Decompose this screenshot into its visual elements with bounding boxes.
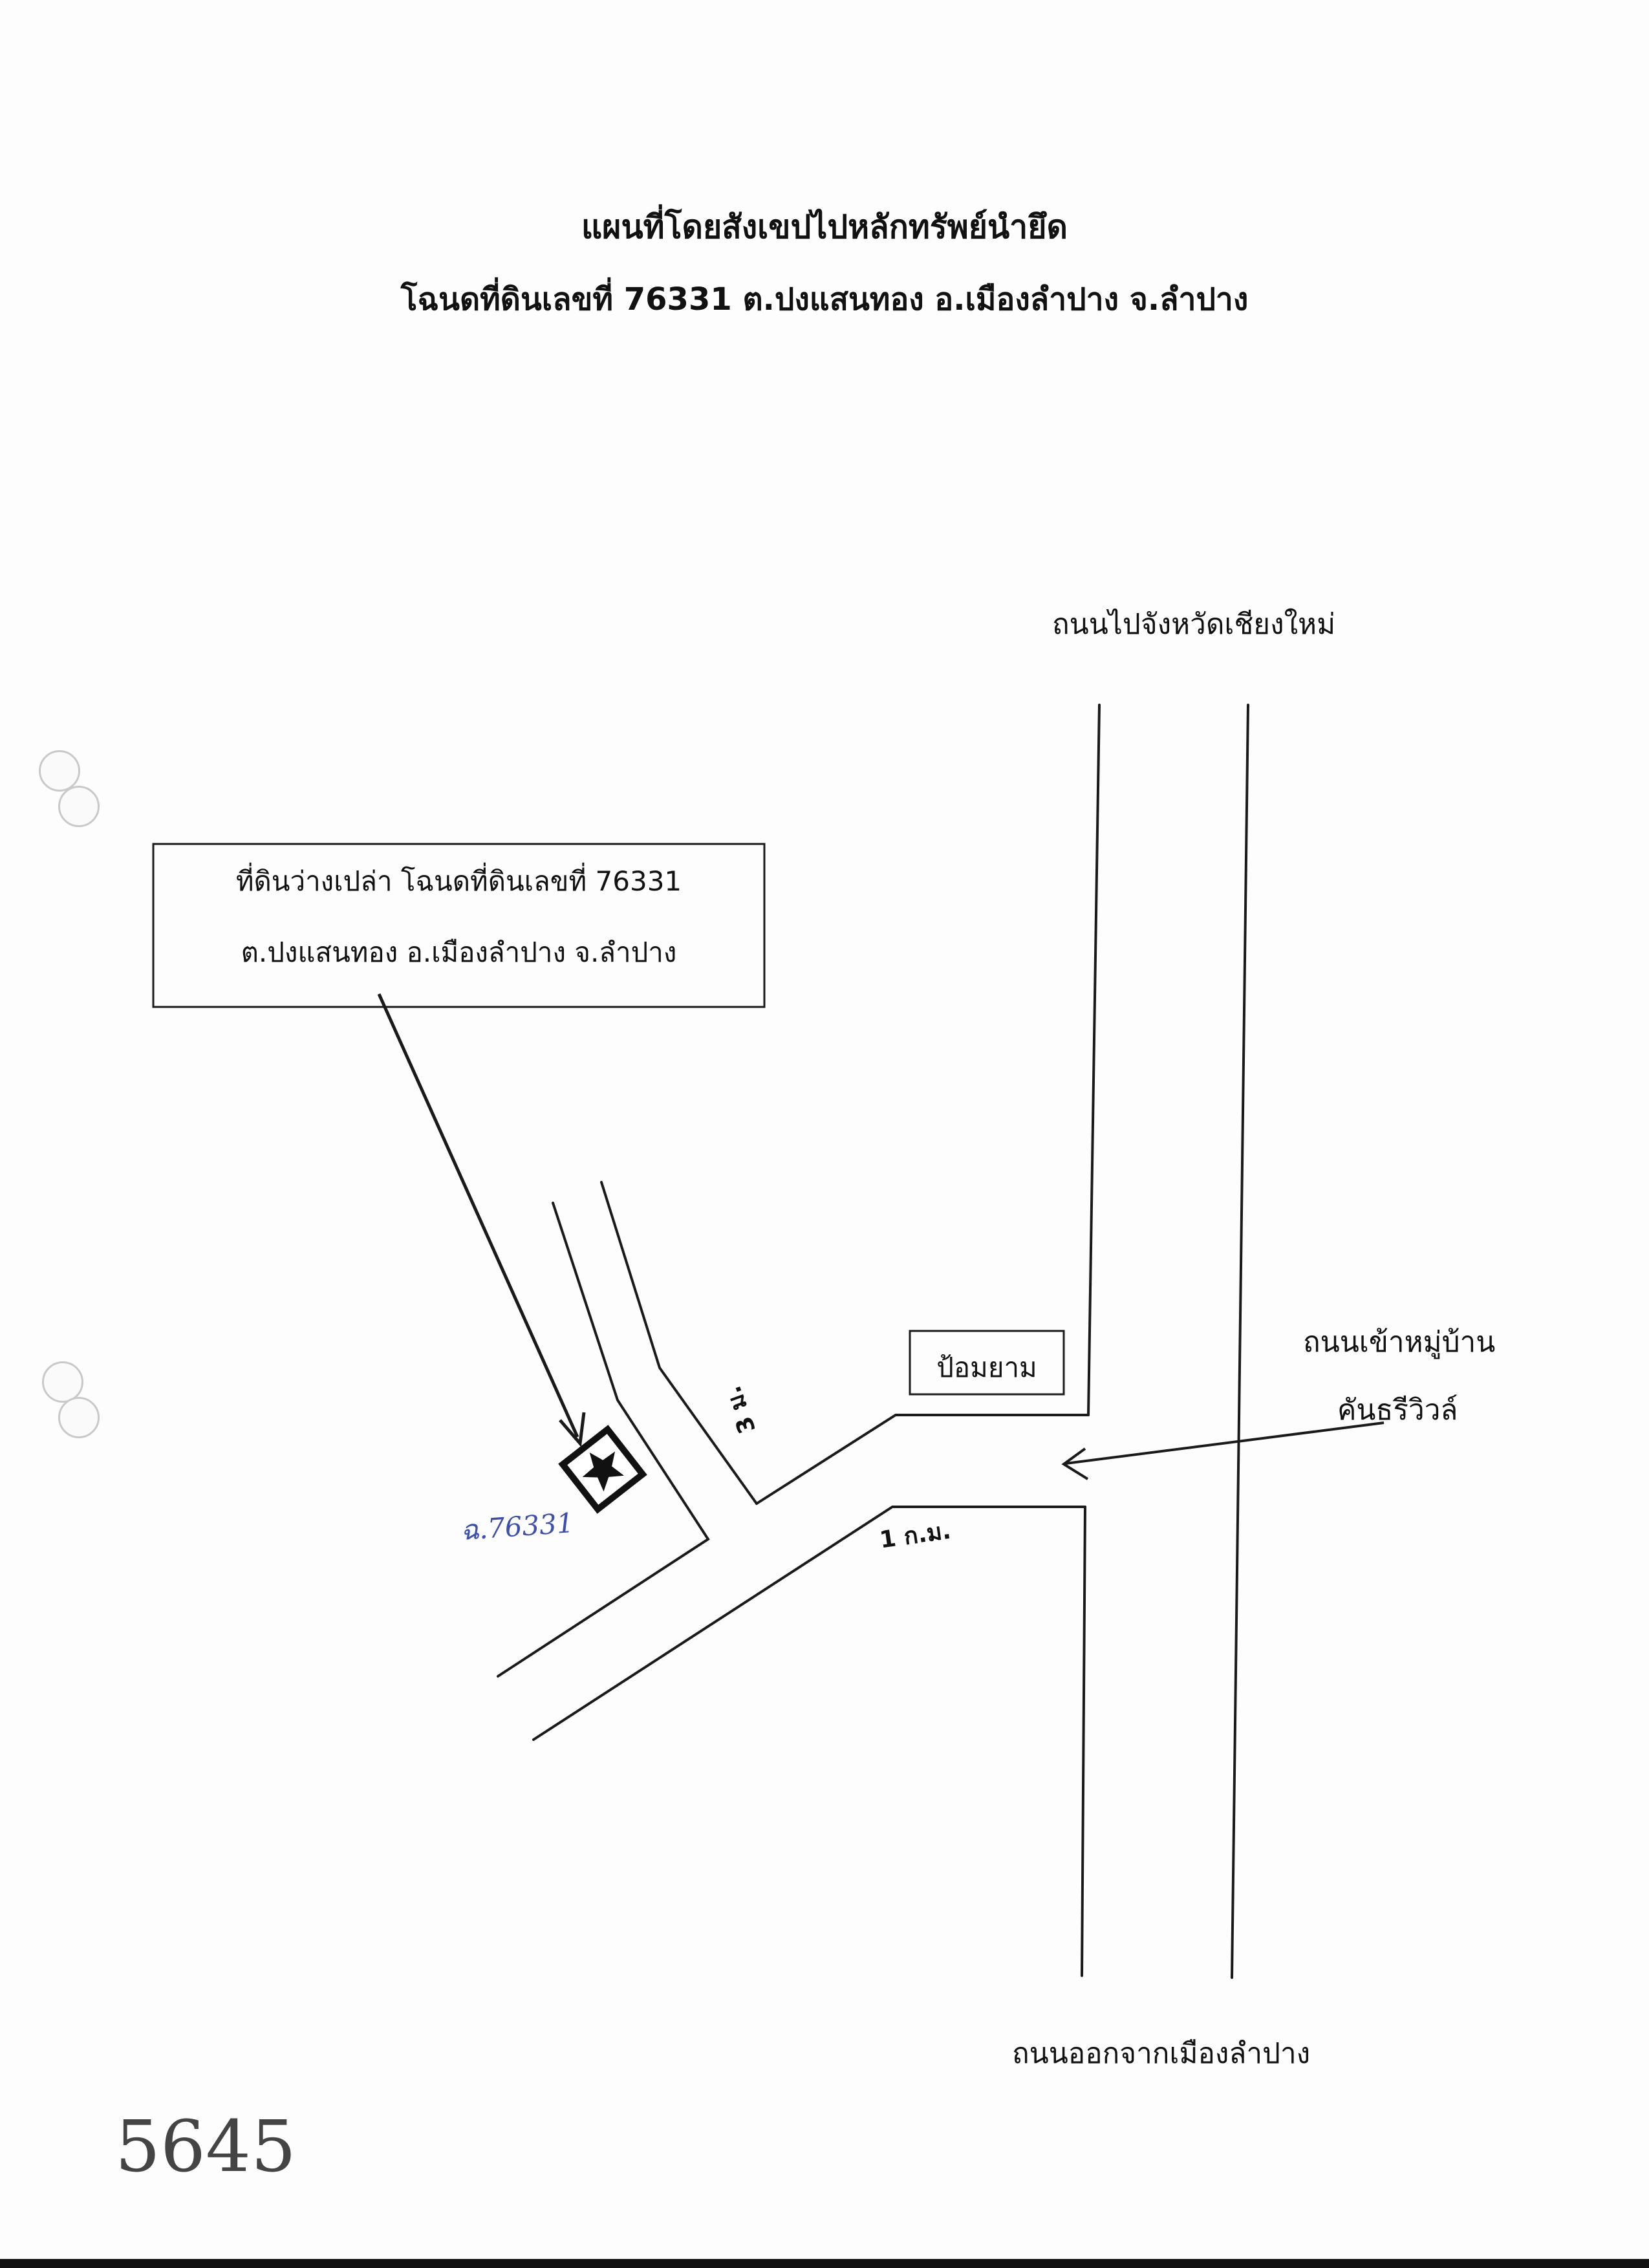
parcel-box-line2: ต.ปงแสนทอง อ.เมืองลำปาง จ.ลำปาง xyxy=(241,936,677,968)
punch-hole-icon xyxy=(39,750,80,792)
village-road-south-edge xyxy=(532,1506,1086,1741)
parcel-pointer-arrow xyxy=(377,993,586,1447)
branch-road-west-edge xyxy=(497,1202,710,1678)
main-road-west-edge-south xyxy=(1081,1506,1086,1977)
scan-edge xyxy=(0,2259,1649,2268)
main-road-east-edge xyxy=(1231,704,1249,1979)
punch-hole-icon xyxy=(58,786,100,827)
parcel-description-box xyxy=(152,843,766,1008)
main-road-west-edge-north xyxy=(1087,704,1101,1416)
map-subtitle: โฉนดที่ดินเลขที่ 76331 ต.ปงแสนทอง อ.เมือ… xyxy=(400,281,1249,318)
branch-road-east-edge xyxy=(600,1181,758,1505)
handwritten-page-number: 5645 xyxy=(115,2105,296,2188)
road-label-village-name: คันธรีวิวล์ xyxy=(1337,1394,1458,1427)
parcel-box-line1: ที่ดินว่างเปล่า โฉนดที่ดินเลขที่ 76331 xyxy=(235,865,682,897)
punch-hole-icon xyxy=(42,1361,83,1403)
village-road-arrow xyxy=(1061,1421,1385,1480)
road-label-village-entrance: ถนนเข้าหมู่บ้าน xyxy=(1303,1326,1496,1359)
village-road-north-edge xyxy=(755,1414,1090,1505)
punch-hole-icon xyxy=(58,1397,100,1438)
map-title: แผนที่โดยสังเขปไปหลักทรัพย์นำยึด xyxy=(581,208,1068,246)
road-label-to-chiang-mai: ถนนไปจังหวัดเชียงใหม่ xyxy=(1052,608,1336,641)
road-label-out-of-lampang: ถนนออกจากเมืองลำปาง xyxy=(1012,2037,1311,2070)
gas-station-box xyxy=(909,1330,1065,1396)
star-in-box-icon xyxy=(558,1425,647,1514)
handwritten-deed-note: ฉ.76331 xyxy=(459,1506,576,1547)
gas-station-label: ป้อมยาม xyxy=(936,1352,1037,1383)
